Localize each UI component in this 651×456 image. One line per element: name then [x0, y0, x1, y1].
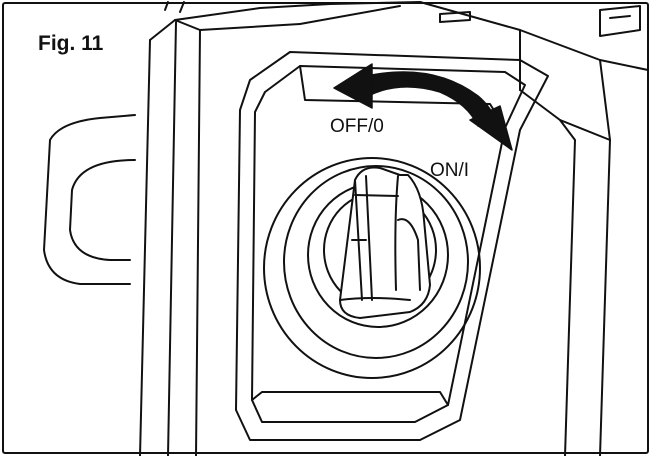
on-position-label: ON/I — [430, 160, 470, 181]
housing-body — [139, 1, 649, 456]
switch-recess — [235, 51, 549, 441]
rotary-knob — [339, 166, 431, 319]
side-handle — [43, 114, 136, 285]
rotation-arrow — [333, 63, 513, 151]
figure-label: Fig. 11 — [38, 32, 104, 55]
off-position-label: OFF/0 — [330, 116, 384, 137]
